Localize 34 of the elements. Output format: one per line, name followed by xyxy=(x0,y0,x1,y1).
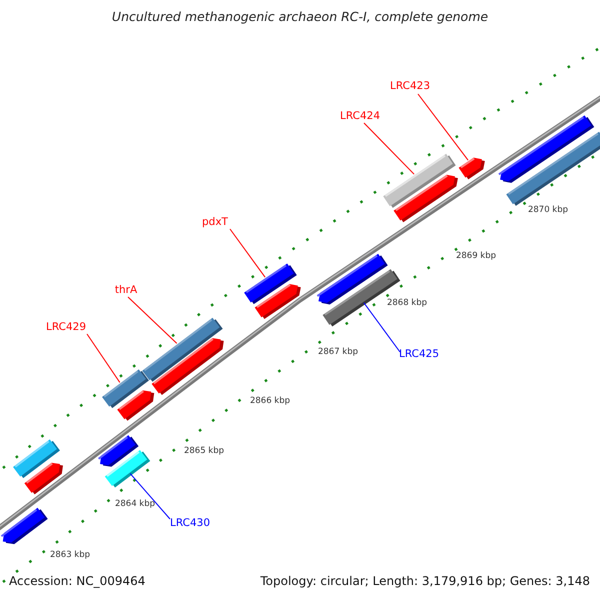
gene-label: LRC429 xyxy=(46,321,86,333)
scale-label: 2868 kbp xyxy=(386,298,428,308)
leader-line xyxy=(364,122,415,175)
leader-line xyxy=(86,334,120,383)
gene-block xyxy=(117,390,154,421)
gene-label: LRC424 xyxy=(340,110,380,122)
gene-label: LRC423 xyxy=(390,80,430,92)
leader-line xyxy=(418,94,469,161)
diagram-title: Uncultured methanogenic archaeon RC-I, complete genome xyxy=(110,9,490,24)
gene-block xyxy=(394,174,458,222)
scale-label: 2865 kbp xyxy=(184,446,224,456)
gene-block xyxy=(24,462,63,494)
gene-block xyxy=(254,284,301,320)
footer-text: Topology: circular; Length: 3,179,916 bp; Genes: 3,148 xyxy=(260,574,590,588)
gene-block xyxy=(152,338,224,395)
gene-block xyxy=(0,508,48,544)
scale-label: 2869 kbp xyxy=(456,251,496,261)
leader-line xyxy=(363,302,400,352)
footer-text: Accession: NC_009464 xyxy=(9,574,146,588)
scale-label: 2866 kbp xyxy=(250,396,290,406)
leader-line xyxy=(130,473,170,520)
gene-block xyxy=(458,158,485,180)
gene-label: pdxT xyxy=(202,216,228,228)
scale-label: 2863 kbp xyxy=(50,550,90,560)
gene-label: LRC430 xyxy=(170,517,210,529)
scale-label: 2867 kbp xyxy=(318,347,358,357)
scale-label: 2864 kbp xyxy=(114,499,156,509)
leader-line xyxy=(230,228,266,278)
leader-line xyxy=(128,296,178,344)
scale-label: 2870 kbp xyxy=(528,205,568,215)
gene-label: LRC425 xyxy=(399,348,439,360)
gene-label: thrA xyxy=(114,284,138,296)
gene-block xyxy=(104,450,150,488)
gene-block xyxy=(506,132,600,206)
